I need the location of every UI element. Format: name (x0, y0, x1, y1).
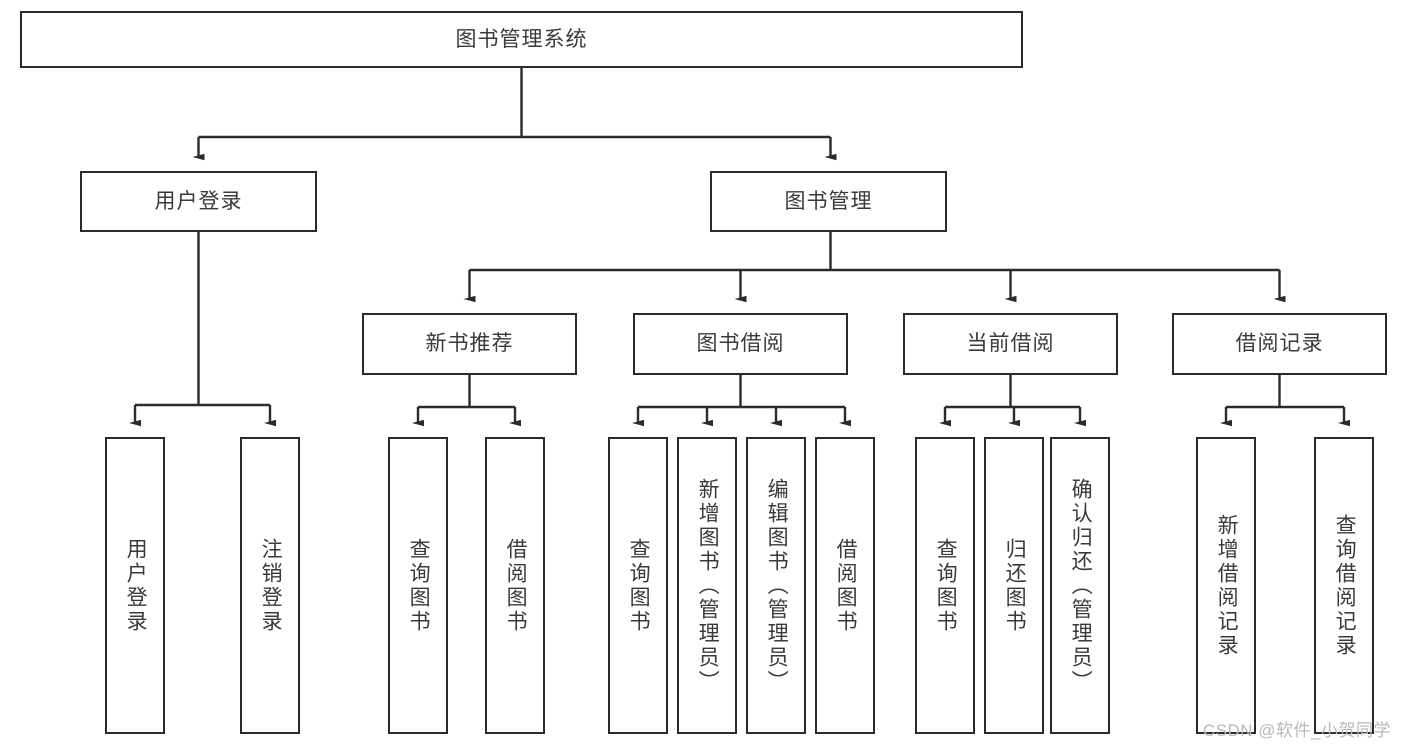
node-leaf-query-book-borrow-label: 查询图书 (627, 537, 651, 634)
node-leaf-add-book-admin[interactable]: 新增图书（管理员） (677, 437, 737, 734)
node-new-book-rec[interactable]: 新书推荐 (362, 313, 577, 375)
node-leaf-confirm-return-admin-label: 确认归还（管理员） (1069, 477, 1093, 694)
node-leaf-add-borrow-record-label: 新增借阅记录 (1215, 513, 1239, 658)
node-leaf-borrow-book-rec[interactable]: 借阅图书 (485, 437, 545, 734)
node-leaf-return-book[interactable]: 归还图书 (984, 437, 1044, 734)
node-leaf-return-book-label: 归还图书 (1003, 537, 1027, 634)
node-leaf-query-book-cur-label: 查询图书 (934, 537, 958, 634)
node-leaf-query-book-cur[interactable]: 查询图书 (915, 437, 975, 734)
node-leaf-add-borrow-record[interactable]: 新增借阅记录 (1196, 437, 1256, 734)
node-leaf-query-borrow-record-label: 查询借阅记录 (1333, 513, 1357, 658)
node-leaf-confirm-return-admin[interactable]: 确认归还（管理员） (1050, 437, 1110, 734)
node-leaf-query-borrow-record[interactable]: 查询借阅记录 (1314, 437, 1374, 734)
node-current-borrow[interactable]: 当前借阅 (903, 313, 1118, 375)
node-current-borrow-label: 当前借阅 (966, 332, 1055, 356)
node-leaf-user-login-label: 用户登录 (124, 537, 148, 634)
node-leaf-borrow-book[interactable]: 借阅图书 (815, 437, 875, 734)
node-borrow-record[interactable]: 借阅记录 (1172, 313, 1387, 375)
node-leaf-query-book-rec[interactable]: 查询图书 (388, 437, 448, 734)
node-leaf-borrow-book-rec-label: 借阅图书 (504, 537, 528, 634)
node-book-borrow-label: 图书借阅 (696, 332, 785, 356)
node-leaf-user-logout[interactable]: 注销登录 (240, 437, 300, 734)
node-book-manage-label: 图书管理 (784, 189, 873, 213)
node-new-book-rec-label: 新书推荐 (425, 332, 514, 356)
node-book-manage[interactable]: 图书管理 (710, 171, 947, 232)
node-user-login[interactable]: 用户登录 (80, 171, 317, 232)
node-book-borrow[interactable]: 图书借阅 (633, 313, 848, 375)
node-leaf-user-login[interactable]: 用户登录 (105, 437, 165, 734)
node-leaf-edit-book-admin-label: 编辑图书（管理员） (765, 477, 789, 694)
node-leaf-user-logout-label: 注销登录 (259, 537, 283, 634)
node-leaf-borrow-book-label: 借阅图书 (834, 537, 858, 634)
node-leaf-query-book-borrow[interactable]: 查询图书 (608, 437, 668, 734)
node-user-login-label: 用户登录 (154, 189, 243, 213)
node-borrow-record-label: 借阅记录 (1235, 332, 1324, 356)
node-leaf-query-book-rec-label: 查询图书 (407, 537, 431, 634)
node-leaf-edit-book-admin[interactable]: 编辑图书（管理员） (746, 437, 806, 734)
node-root-label: 图书管理系统 (455, 27, 588, 51)
node-leaf-add-book-admin-label: 新增图书（管理员） (696, 477, 720, 694)
node-root[interactable]: 图书管理系统 (20, 11, 1023, 68)
